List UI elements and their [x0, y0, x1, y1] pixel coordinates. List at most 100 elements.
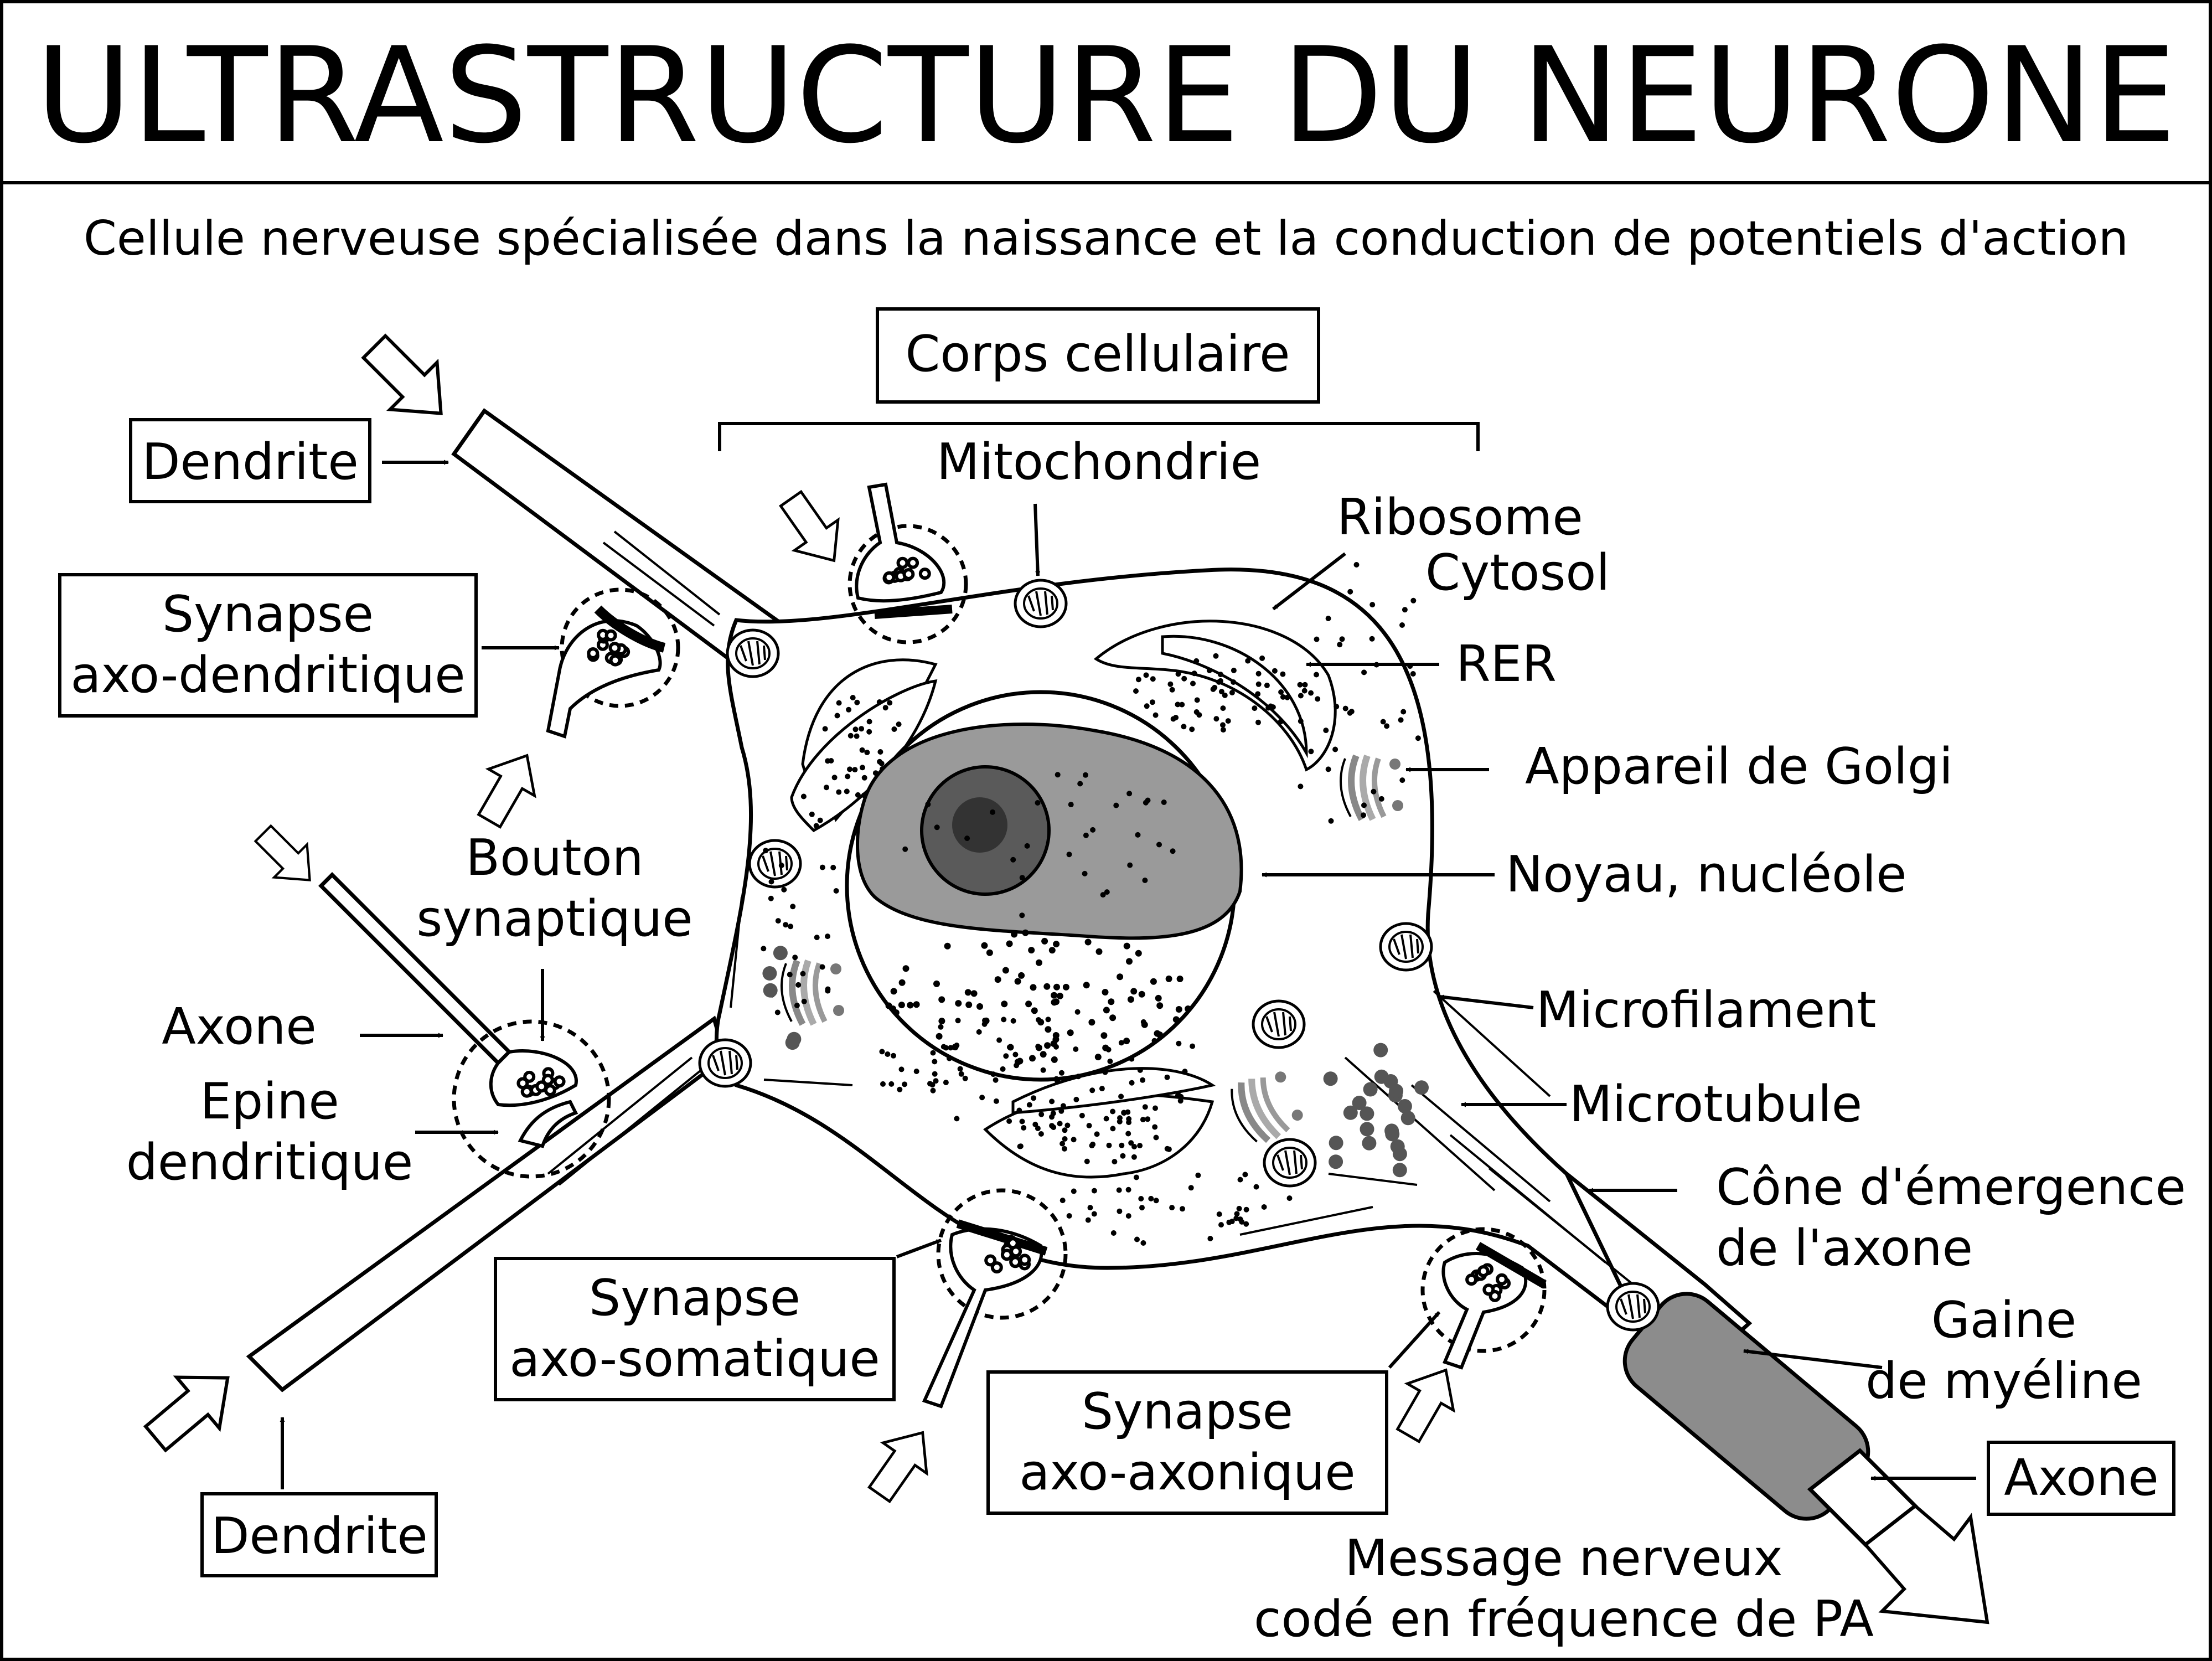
rer-ribosome	[1103, 1116, 1109, 1122]
ribosome-dot	[1142, 1104, 1148, 1110]
rer-ribosome	[836, 789, 842, 795]
chromatin-dot	[938, 996, 945, 1003]
ribosome-dot	[897, 1086, 903, 1092]
rer-ribosome	[1166, 1146, 1172, 1152]
ribosome-dot	[1138, 1196, 1144, 1201]
chromatin-dot	[1117, 973, 1124, 981]
rer-ribosome	[860, 765, 865, 771]
vesicle	[1323, 1071, 1338, 1086]
rer-ribosome	[836, 700, 842, 706]
rer-ribosome	[1110, 1126, 1116, 1132]
chromatin-dot	[890, 988, 897, 995]
chromatin-dot	[1031, 1007, 1038, 1014]
ribosome-dot	[1066, 1213, 1072, 1219]
rer-ribosome	[859, 747, 865, 753]
ribosome-dot	[1286, 1195, 1293, 1201]
label-axone-right: Axone	[2004, 1449, 2159, 1507]
label-gaine-line2: de myéline	[1865, 1352, 2142, 1410]
chromatin-dot	[1161, 799, 1167, 805]
label-synapse-axo-axonique-line2: axo-axonique	[1019, 1443, 1355, 1502]
vesicle	[1352, 1096, 1367, 1110]
rer-ribosome	[859, 726, 865, 732]
rer-ribosome	[1170, 716, 1176, 722]
rer-ribosome	[1218, 672, 1223, 678]
chromatin-dot	[1002, 967, 1009, 974]
chromatin-dot	[933, 980, 940, 987]
ribosome-dot	[1190, 1043, 1196, 1049]
chromatin-dot	[1035, 800, 1041, 806]
axone-right-box	[1987, 1441, 2175, 1516]
rer-ribosome	[1086, 1123, 1092, 1128]
chromatin-dot	[1135, 832, 1141, 838]
chromatin-dot	[898, 1002, 905, 1009]
label-cone-line2: de l'axone	[1716, 1219, 1973, 1277]
rer-ribosome	[854, 699, 860, 705]
chromatin-dot	[1014, 978, 1021, 985]
chromatin-dot	[1083, 982, 1090, 989]
chromatin-dot	[1176, 976, 1183, 982]
ribosome-dot	[1021, 1125, 1027, 1131]
ribosome-dot	[1071, 1188, 1077, 1194]
nucleus-pores	[885, 772, 1192, 1065]
rer-ribosome	[1193, 658, 1200, 664]
dendrite-top-box	[129, 418, 371, 503]
rer-ribosome	[1189, 726, 1195, 733]
rer-ribosome	[1131, 1144, 1137, 1149]
ribosome-dot	[1371, 788, 1377, 795]
synaptic-vesicle	[553, 1075, 566, 1088]
rer-ribosome	[1302, 682, 1308, 688]
ribosome-dot	[1012, 1051, 1019, 1058]
rer-ribosome	[1213, 716, 1219, 722]
vesicle	[1385, 1127, 1400, 1142]
rer-ribosome	[852, 767, 858, 773]
label-axone-left: Axone	[162, 998, 317, 1056]
ribosome-dot	[932, 1071, 938, 1077]
rer-ribosome	[1143, 672, 1149, 678]
synaptic-vesicle	[907, 556, 919, 569]
ribosome-dot	[1298, 783, 1304, 790]
ribosome-dot	[1342, 705, 1348, 711]
synaptic-vesicle	[1019, 1254, 1031, 1266]
rer-ribosome	[1255, 719, 1261, 725]
ribosome-dot	[1073, 1046, 1079, 1052]
synaptic-vesicle	[1482, 1283, 1495, 1296]
chromatin-dot	[907, 1002, 914, 1009]
ribosome-dot	[1125, 1187, 1131, 1193]
chromatin-dot	[1100, 892, 1106, 898]
ribosome-dot	[768, 895, 774, 901]
chromatin-dot	[1185, 1005, 1192, 1012]
rer-ribosome	[1272, 668, 1278, 674]
ribosome-dot	[1045, 1017, 1051, 1023]
chromatin-dot	[1090, 827, 1096, 833]
chromatin-dot	[1156, 1002, 1164, 1009]
rer-ribosome	[1131, 1154, 1137, 1160]
ribosome-dot	[1314, 636, 1320, 642]
label-microfilament: Microfilament	[1536, 981, 1876, 1039]
ribosomes	[761, 562, 1421, 1246]
chromatin-dot	[1051, 992, 1058, 999]
chromatin-dot	[1062, 983, 1069, 991]
ribosome-dot	[819, 864, 825, 870]
ribosome-dot	[1323, 728, 1329, 734]
ribosome-dot	[1035, 1044, 1041, 1050]
ribosome-dot	[1399, 777, 1405, 783]
ribosome-dot	[1261, 1204, 1267, 1210]
ribosome-dot	[1129, 1080, 1135, 1086]
ribosome-dot	[1073, 1096, 1079, 1102]
rer-ribosome	[1038, 1131, 1044, 1137]
ribosome-dot	[1058, 1070, 1064, 1076]
rer-ribosome	[1175, 671, 1181, 677]
vesicle	[1329, 1136, 1343, 1151]
chromatin-dot	[1102, 989, 1109, 995]
rer-ribosome	[1144, 703, 1150, 709]
chromatin-dot	[1123, 1038, 1130, 1045]
ribosome-dot	[1117, 1208, 1123, 1214]
ribosome-dot	[1177, 1098, 1183, 1104]
rer-ribosome	[1133, 688, 1139, 694]
chromatin-dot	[981, 942, 988, 949]
rer-ribosome	[1280, 694, 1286, 700]
ribosome-dot	[979, 1095, 985, 1101]
chromatin-dot	[902, 965, 909, 972]
rer-ribosome	[1094, 1131, 1100, 1137]
